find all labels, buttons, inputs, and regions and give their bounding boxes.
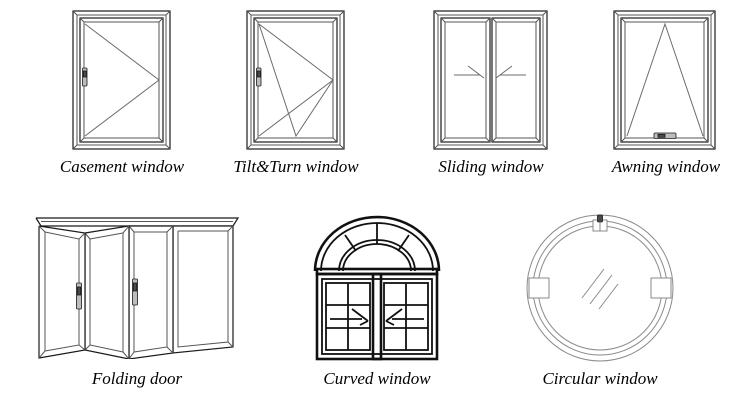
caption-sliding-window: Sliding window bbox=[438, 157, 544, 176]
hinge-right-icon bbox=[650, 277, 672, 299]
door-handle-icon bbox=[132, 278, 138, 306]
glass-reflection-icon bbox=[581, 268, 619, 310]
sliding-window-figure bbox=[432, 9, 550, 152]
caption-circular-window: Circular window bbox=[542, 369, 658, 388]
awning-window-figure bbox=[612, 9, 718, 152]
window-handle-icon bbox=[653, 132, 677, 139]
circular-window-icon bbox=[526, 214, 674, 362]
sliding-window-icon bbox=[433, 10, 548, 150]
window-latch-icon bbox=[592, 214, 608, 232]
curved-window-figure bbox=[309, 209, 445, 362]
casement-window-figure bbox=[71, 9, 173, 152]
window-handle-icon bbox=[256, 67, 262, 87]
casement-window-icon bbox=[72, 10, 171, 150]
caption-folding-door: Folding door bbox=[91, 369, 183, 388]
slide-arrow-left-icon bbox=[385, 308, 424, 326]
window-handle-icon bbox=[82, 67, 88, 87]
tilt-turn-window-figure bbox=[245, 9, 347, 152]
caption-casement-window: Casement window bbox=[59, 157, 185, 176]
awning-window-icon bbox=[613, 10, 716, 150]
caption-curved-window: Curved window bbox=[323, 369, 431, 388]
curved-window-icon bbox=[313, 215, 441, 361]
caption-awning-window: Awning window bbox=[611, 157, 721, 176]
tilt-turn-window-icon bbox=[246, 10, 345, 150]
caption-tilt-turn-window: Tilt&Turn window bbox=[233, 157, 359, 176]
folding-door-icon bbox=[35, 217, 240, 359]
folding-door-figure bbox=[33, 207, 241, 359]
door-handle-icon bbox=[76, 282, 82, 310]
circular-window-figure bbox=[524, 212, 676, 364]
slide-arrow-right-icon bbox=[330, 308, 369, 326]
slide-arrow-right-icon bbox=[454, 65, 485, 79]
slide-arrow-left-icon bbox=[495, 65, 526, 79]
hinge-left-icon bbox=[528, 277, 550, 299]
